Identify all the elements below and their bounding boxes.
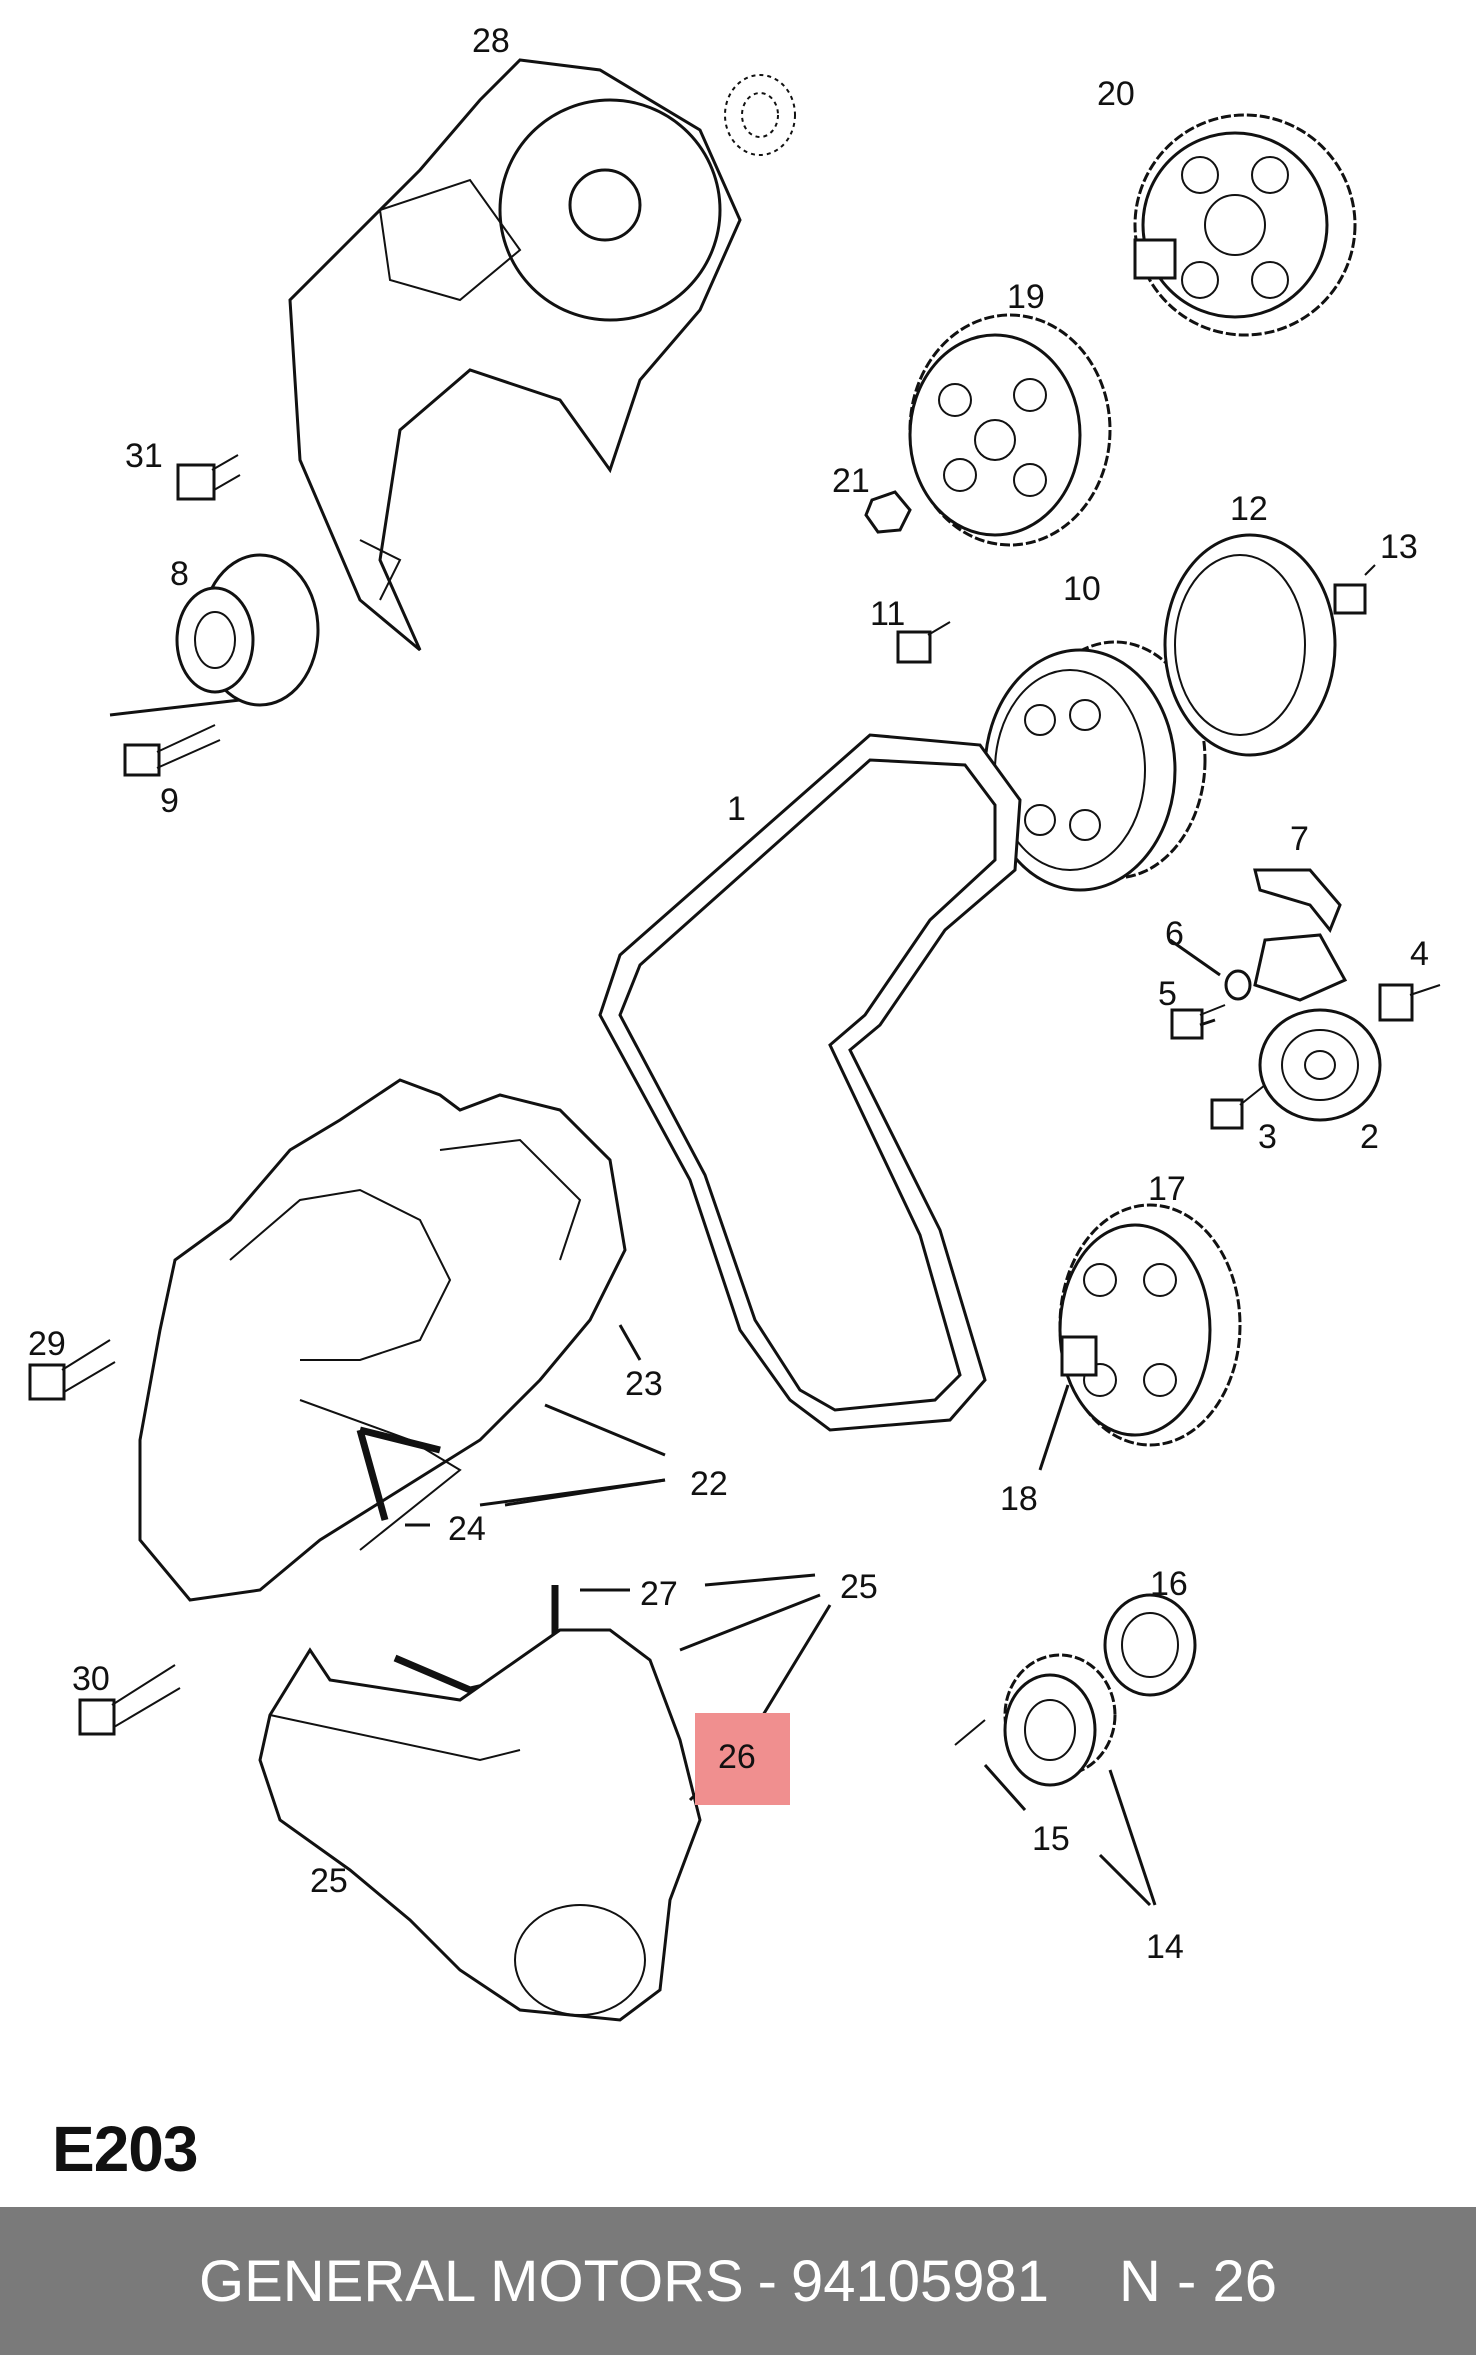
- callout-10: 10: [1063, 570, 1101, 608]
- callout-6: 6: [1165, 915, 1184, 953]
- callouts: 28 20 19 31 21 12 13 8 10 11 9 1 7 6 4 5…: [28, 22, 1429, 1966]
- part-10-sprocket: [983, 640, 1207, 892]
- part-7-clip: [1253, 868, 1342, 933]
- callout-11: 11: [870, 595, 905, 633]
- part-9-bolt: [123, 724, 221, 777]
- callout-15: 15: [1032, 1820, 1070, 1858]
- part-11-bolt: [896, 621, 951, 664]
- part-5-bolt: [1170, 1004, 1226, 1040]
- callout-25-bottom: 25: [310, 1862, 348, 1900]
- part-30-bolt: [78, 1664, 181, 1736]
- footer-brand: GENERAL MOTORS: [199, 2248, 744, 2314]
- callout-2: 2: [1360, 1118, 1379, 1156]
- part-8-pulley: [175, 553, 320, 707]
- part-2-tensioner: [1253, 933, 1382, 1122]
- part-12-flange: [1163, 533, 1337, 757]
- part-6-washer: [1224, 969, 1252, 1001]
- callout-12: 12: [1230, 490, 1268, 528]
- callout-13: 13: [1380, 528, 1418, 566]
- callout-26: 26: [718, 1738, 756, 1776]
- part-19-sprocket: [908, 313, 1112, 547]
- part-13-bolt: [1333, 564, 1376, 615]
- part-25-lower-cover: [258, 1628, 702, 2022]
- part-21-nut: [864, 490, 912, 534]
- footer-bar: GENERAL MOTORS - 94105981 N - 26: [0, 2207, 1476, 2355]
- part-4-stud: [1378, 983, 1441, 1022]
- highlight-box-26: [695, 1713, 790, 1805]
- part-3-bolt: [1210, 1084, 1266, 1130]
- part-20-sprocket: [1133, 113, 1357, 337]
- callout-7: 7: [1290, 820, 1309, 858]
- part-15-pulley: [954, 1653, 1117, 1787]
- callout-30: 30: [72, 1660, 110, 1698]
- footer-part-number: 94105981: [790, 2248, 1050, 2314]
- callout-28: 28: [472, 22, 510, 60]
- callout-20: 20: [1097, 75, 1135, 113]
- callout-8: 8: [170, 555, 189, 593]
- callout-23: 23: [625, 1365, 663, 1403]
- callout-18: 18: [1000, 1480, 1038, 1518]
- footer-position-label: N - 26: [1119, 2248, 1277, 2314]
- part-31-bolt: [176, 454, 241, 501]
- callout-16: 16: [1150, 1565, 1188, 1603]
- footer-separator: -: [757, 2248, 777, 2314]
- part-29-bolt: [28, 1339, 116, 1401]
- callout-14: 14: [1146, 1928, 1184, 1966]
- callout-17: 17: [1148, 1170, 1186, 1208]
- part-28-rear-cover: [288, 58, 742, 652]
- leader-lines: [405, 938, 1221, 1907]
- callout-31: 31: [125, 437, 163, 475]
- callout-5: 5: [1158, 975, 1177, 1013]
- callout-22: 22: [690, 1465, 728, 1503]
- callout-29: 29: [28, 1325, 66, 1363]
- callout-25-top: 25: [840, 1568, 878, 1606]
- callout-9: 9: [160, 782, 179, 820]
- diagram-code: E203: [52, 2113, 198, 2185]
- part-16-seal: [1103, 1593, 1197, 1697]
- callout-1: 1: [727, 790, 746, 828]
- callout-24: 24: [448, 1510, 486, 1548]
- part-23-front-cover: [138, 1078, 627, 1602]
- part-17-sprocket: [1058, 1203, 1242, 1447]
- callout-3: 3: [1258, 1118, 1277, 1156]
- callout-19: 19: [1007, 278, 1045, 316]
- exploded-parts-diagram: 28 20 19 31 21 12 13 8 10 11 9 1 7 6 4 5…: [28, 22, 1441, 2022]
- seal-ring-part: [724, 74, 796, 156]
- part-1-timing-belt: [598, 733, 1022, 1432]
- part-24-seal: [356, 1426, 441, 1521]
- callout-4: 4: [1410, 935, 1429, 973]
- callout-21: 21: [832, 462, 870, 500]
- callout-27: 27: [640, 1575, 678, 1613]
